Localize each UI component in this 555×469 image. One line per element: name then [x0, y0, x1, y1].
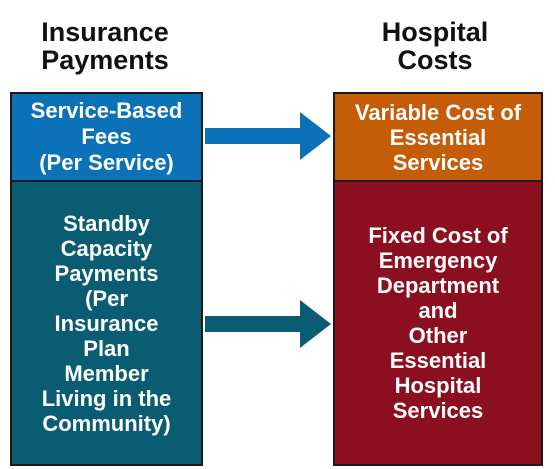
fixed-cost-label: Fixed Cost of Emergency Department and O… — [368, 223, 508, 423]
hospital-costs-heading: Hospital Costs — [381, 17, 489, 75]
fixed-cost-box: Fixed Cost of Emergency Department and O… — [333, 180, 543, 466]
fees-to-variable-arrow — [205, 112, 331, 160]
variable-cost-label: Variable Cost of Essential Services — [354, 99, 522, 175]
insurance-payments-heading: Insurance Payments — [41, 17, 169, 75]
standby-capacity-payments-box: Standby Capacity Payments (Per Insurance… — [10, 180, 203, 466]
service-based-fees-label: Service-Based Fees (Per Service) — [30, 98, 183, 175]
standby-to-fixed-arrow — [205, 300, 331, 348]
standby-capacity-payments-label: Standby Capacity Payments (Per Insurance… — [41, 210, 172, 436]
service-based-fees-box: Service-Based Fees (Per Service) — [10, 92, 203, 182]
